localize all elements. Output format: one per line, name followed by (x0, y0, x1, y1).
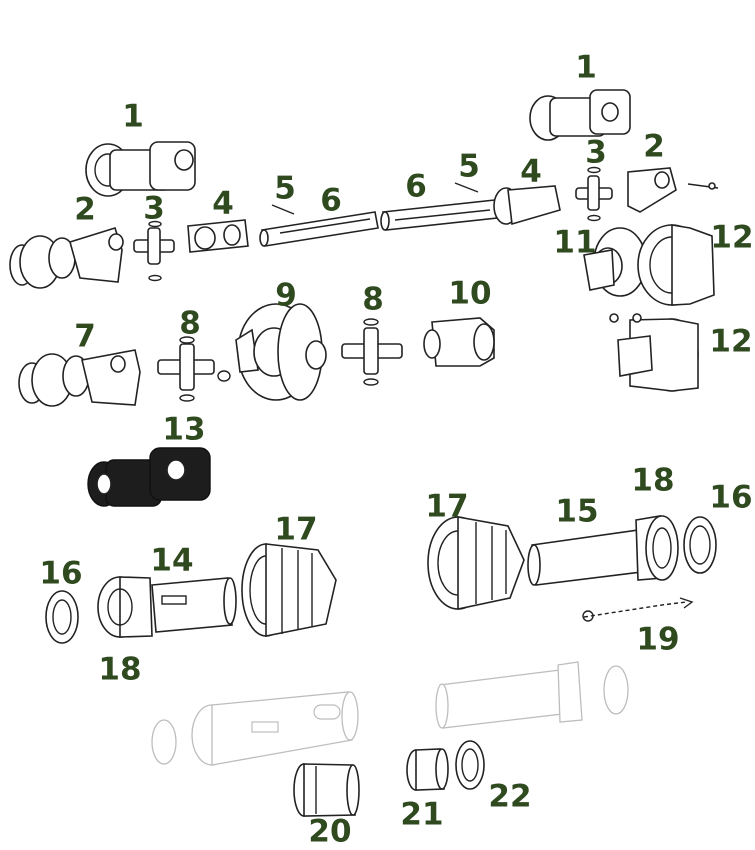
callout-12-top: 12 (710, 219, 754, 256)
callout-17-right: 17 (425, 488, 469, 525)
part-protection-cone-right (427, 516, 525, 610)
callout-1-right: 1 (575, 49, 597, 86)
part-ring-22 (455, 740, 485, 790)
callout-5-left: 5 (274, 170, 296, 207)
part-profile-tube-left (259, 211, 379, 247)
part-ghost-tube-assembly-left (151, 691, 359, 766)
callout-21: 21 (400, 796, 444, 833)
callout-16-left: 16 (39, 555, 83, 592)
callout-16-right: 16 (709, 479, 753, 516)
part-yoke-collar-left (9, 226, 124, 289)
part-profile-tube-right (380, 199, 498, 231)
part-cross-left (133, 220, 175, 282)
part-yoke-collar-7 (18, 349, 141, 407)
part-pin-right (454, 182, 479, 193)
callout-11: 11 (553, 224, 597, 261)
callout-8-left: 8 (179, 305, 201, 342)
callout-4-right: 4 (520, 153, 542, 190)
part-yoke-right (627, 167, 719, 213)
callout-3-right: 3 (585, 134, 607, 171)
part-protection-cone-left (241, 543, 337, 637)
part-inner-yoke-left (187, 219, 249, 253)
part-yoke-friction-disc (609, 313, 699, 392)
part-snap-ring-left (45, 590, 79, 644)
callout-18-right: 18 (631, 462, 675, 499)
part-guard-tube-15 (527, 529, 643, 586)
part-sleeve-21 (406, 748, 449, 791)
callout-3-left: 3 (143, 190, 165, 227)
part-guard-tube-14 (151, 577, 237, 633)
callout-14: 14 (150, 542, 194, 579)
callout-4-left: 4 (212, 185, 234, 222)
part-cross-8-right (341, 318, 403, 386)
callout-6-left: 6 (320, 182, 342, 219)
callout-6-right: 6 (405, 168, 427, 205)
part-bearing-ring-left (97, 576, 153, 638)
part-flange-yoke (583, 227, 647, 297)
part-cross-right (575, 166, 613, 222)
callout-10: 10 (448, 275, 492, 312)
callout-5-right: 5 (458, 148, 480, 185)
callout-1-left: 1 (122, 98, 144, 135)
part-safety-chain (582, 597, 694, 622)
part-bearing-ring-right (635, 515, 679, 581)
part-inner-yoke-right (493, 185, 561, 226)
part-outer-yoke (423, 317, 495, 367)
part-cross-8-left (157, 336, 231, 402)
callout-12-bottom: 12 (709, 323, 753, 360)
part-wide-angle-joint (87, 447, 211, 507)
part-center-housing (235, 303, 327, 401)
callout-15: 15 (555, 493, 599, 530)
part-snap-ring-right (683, 516, 717, 574)
callout-18-left: 18 (98, 651, 142, 688)
callout-2-left: 2 (74, 191, 96, 228)
callout-22: 22 (488, 778, 532, 815)
part-bushing-20 (293, 763, 360, 817)
callout-13: 13 (162, 411, 206, 448)
part-yoke-assembly-left (85, 141, 196, 197)
callout-2-right: 2 (643, 128, 665, 165)
callout-7: 7 (74, 318, 96, 355)
part-yoke-assembly-right (529, 89, 631, 141)
part-pin-left (271, 204, 295, 215)
callout-19: 19 (636, 621, 680, 658)
callout-17-left: 17 (274, 511, 318, 548)
part-ghost-tube-assembly-right (435, 661, 629, 729)
callout-9: 9 (275, 277, 297, 314)
callout-20: 20 (308, 813, 352, 850)
callout-8-right: 8 (362, 281, 384, 318)
part-friction-disc-top (637, 224, 715, 306)
